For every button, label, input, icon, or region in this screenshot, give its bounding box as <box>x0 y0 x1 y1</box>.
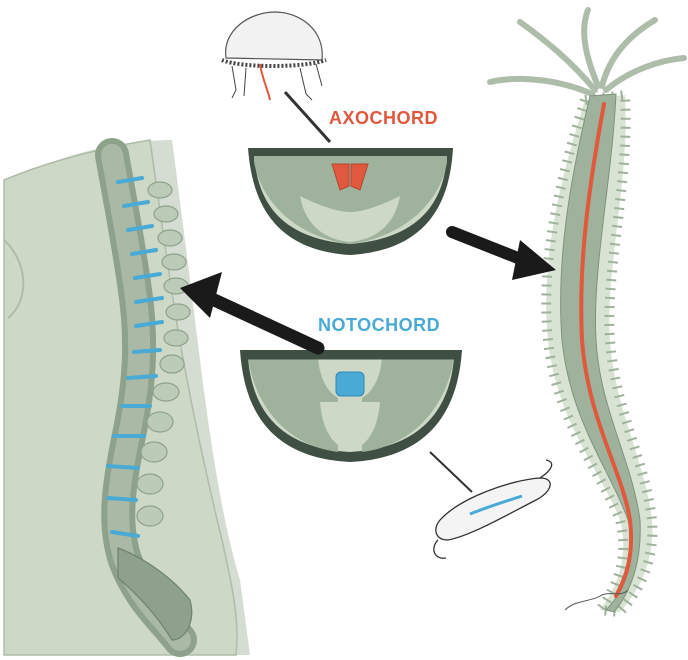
larva-pointer <box>285 92 330 142</box>
chordate-embryo-illustration <box>430 452 552 558</box>
human-torso-spine-illustration <box>4 140 250 655</box>
embryo-pointer <box>430 452 472 492</box>
annelid-larva-illustration <box>222 12 330 142</box>
arrow-to-human <box>180 272 318 348</box>
notochord-label: NOTOCHORD <box>318 315 440 336</box>
notochord-structure <box>336 372 364 396</box>
notochord-cross-section <box>240 350 462 462</box>
axochord-cross-section <box>248 148 453 255</box>
annelid-worm-illustration <box>490 10 684 612</box>
arrow-to-worm <box>452 232 556 280</box>
axochord-label: AXOCHORD <box>329 108 438 129</box>
